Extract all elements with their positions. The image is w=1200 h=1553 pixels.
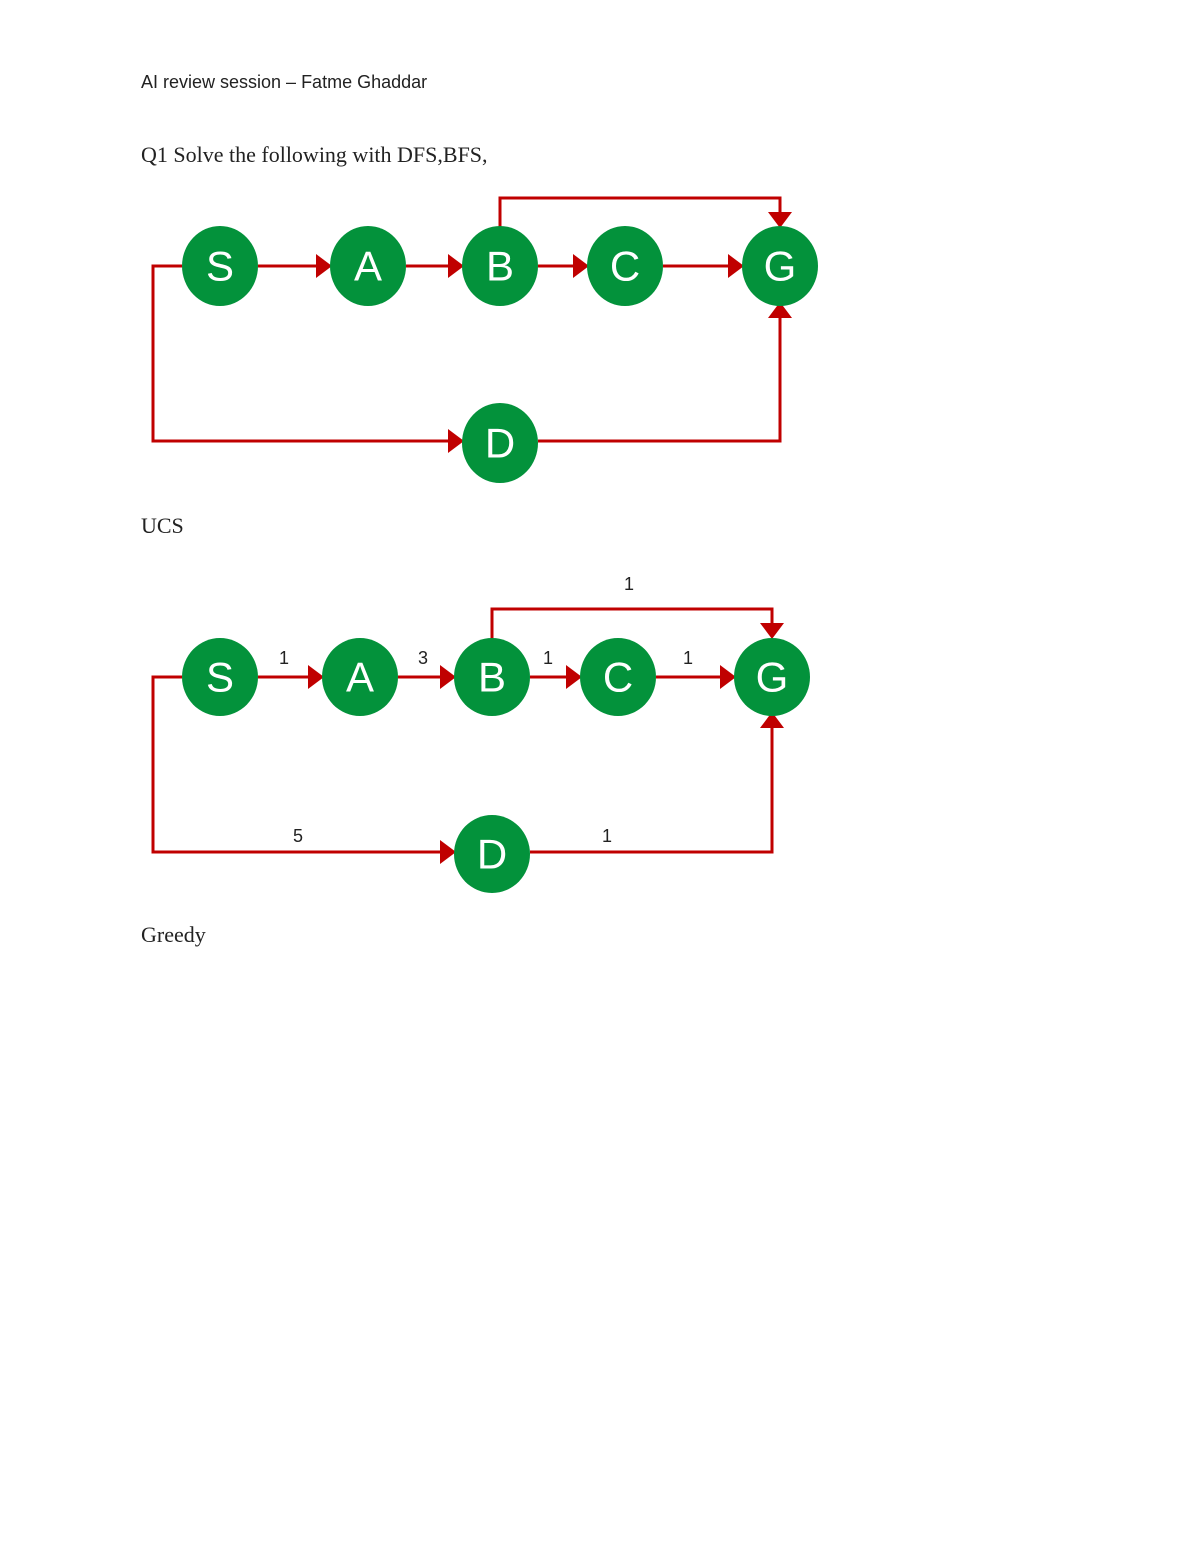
node-d [462,403,538,483]
arrow-icon [573,254,589,278]
node-s [182,226,258,306]
node-label: D [477,831,507,878]
node-label: A [354,243,382,290]
arrow-icon [440,665,456,689]
arrow-icon [768,302,792,318]
arrow-icon [566,665,582,689]
graph1: S A B C G D [151,196,818,483]
node-label: B [478,654,506,701]
weight-d-g: 1 [602,826,612,846]
weight-b-g: 1 [624,574,634,594]
section-ucs: UCS [141,513,184,538]
node-label: C [603,654,633,701]
node-label: S [206,243,234,290]
node-label: S [206,654,234,701]
weight-s-a: 1 [279,648,289,668]
arrow-icon [720,665,736,689]
arrow-icon [316,254,332,278]
arrow-icon [768,212,792,228]
weight-a-b: 3 [418,648,428,668]
arrow-icon [728,254,744,278]
node-d [454,815,530,893]
node-g [742,226,818,306]
node-g [734,638,810,716]
weight-s-d: 5 [293,826,303,846]
arrow-icon [448,429,464,453]
node-c [587,226,663,306]
arrow-icon [448,254,464,278]
node-label: C [610,243,640,290]
node-a [330,226,406,306]
edge-s-d [151,264,450,443]
arrow-icon [308,665,324,689]
node-label: D [485,420,515,467]
edge-b-g [490,607,774,639]
node-b [462,226,538,306]
edge-d-g [530,728,774,854]
node-label: B [486,243,514,290]
node-c [580,638,656,716]
node-label: G [764,243,797,290]
arrow-icon [760,623,784,639]
weight-c-g: 1 [683,648,693,668]
section-greedy: Greedy [141,922,206,947]
node-b [454,638,530,716]
question-text: Q1 Solve the following with DFS,BFS, [141,142,488,167]
document-header: AI review session – Fatme Ghaddar [141,72,428,92]
graph2: 1 3 1 1 1 5 1 S A B C G D [151,574,810,893]
weight-b-c: 1 [543,648,553,668]
node-label: A [346,654,374,701]
edge-s-d [151,675,442,854]
edge-d-g [538,318,782,443]
node-s [182,638,258,716]
arrow-icon [440,840,456,864]
arrow-icon [760,712,784,728]
node-a [322,638,398,716]
edge-b-g [498,196,782,228]
node-label: G [756,654,789,701]
